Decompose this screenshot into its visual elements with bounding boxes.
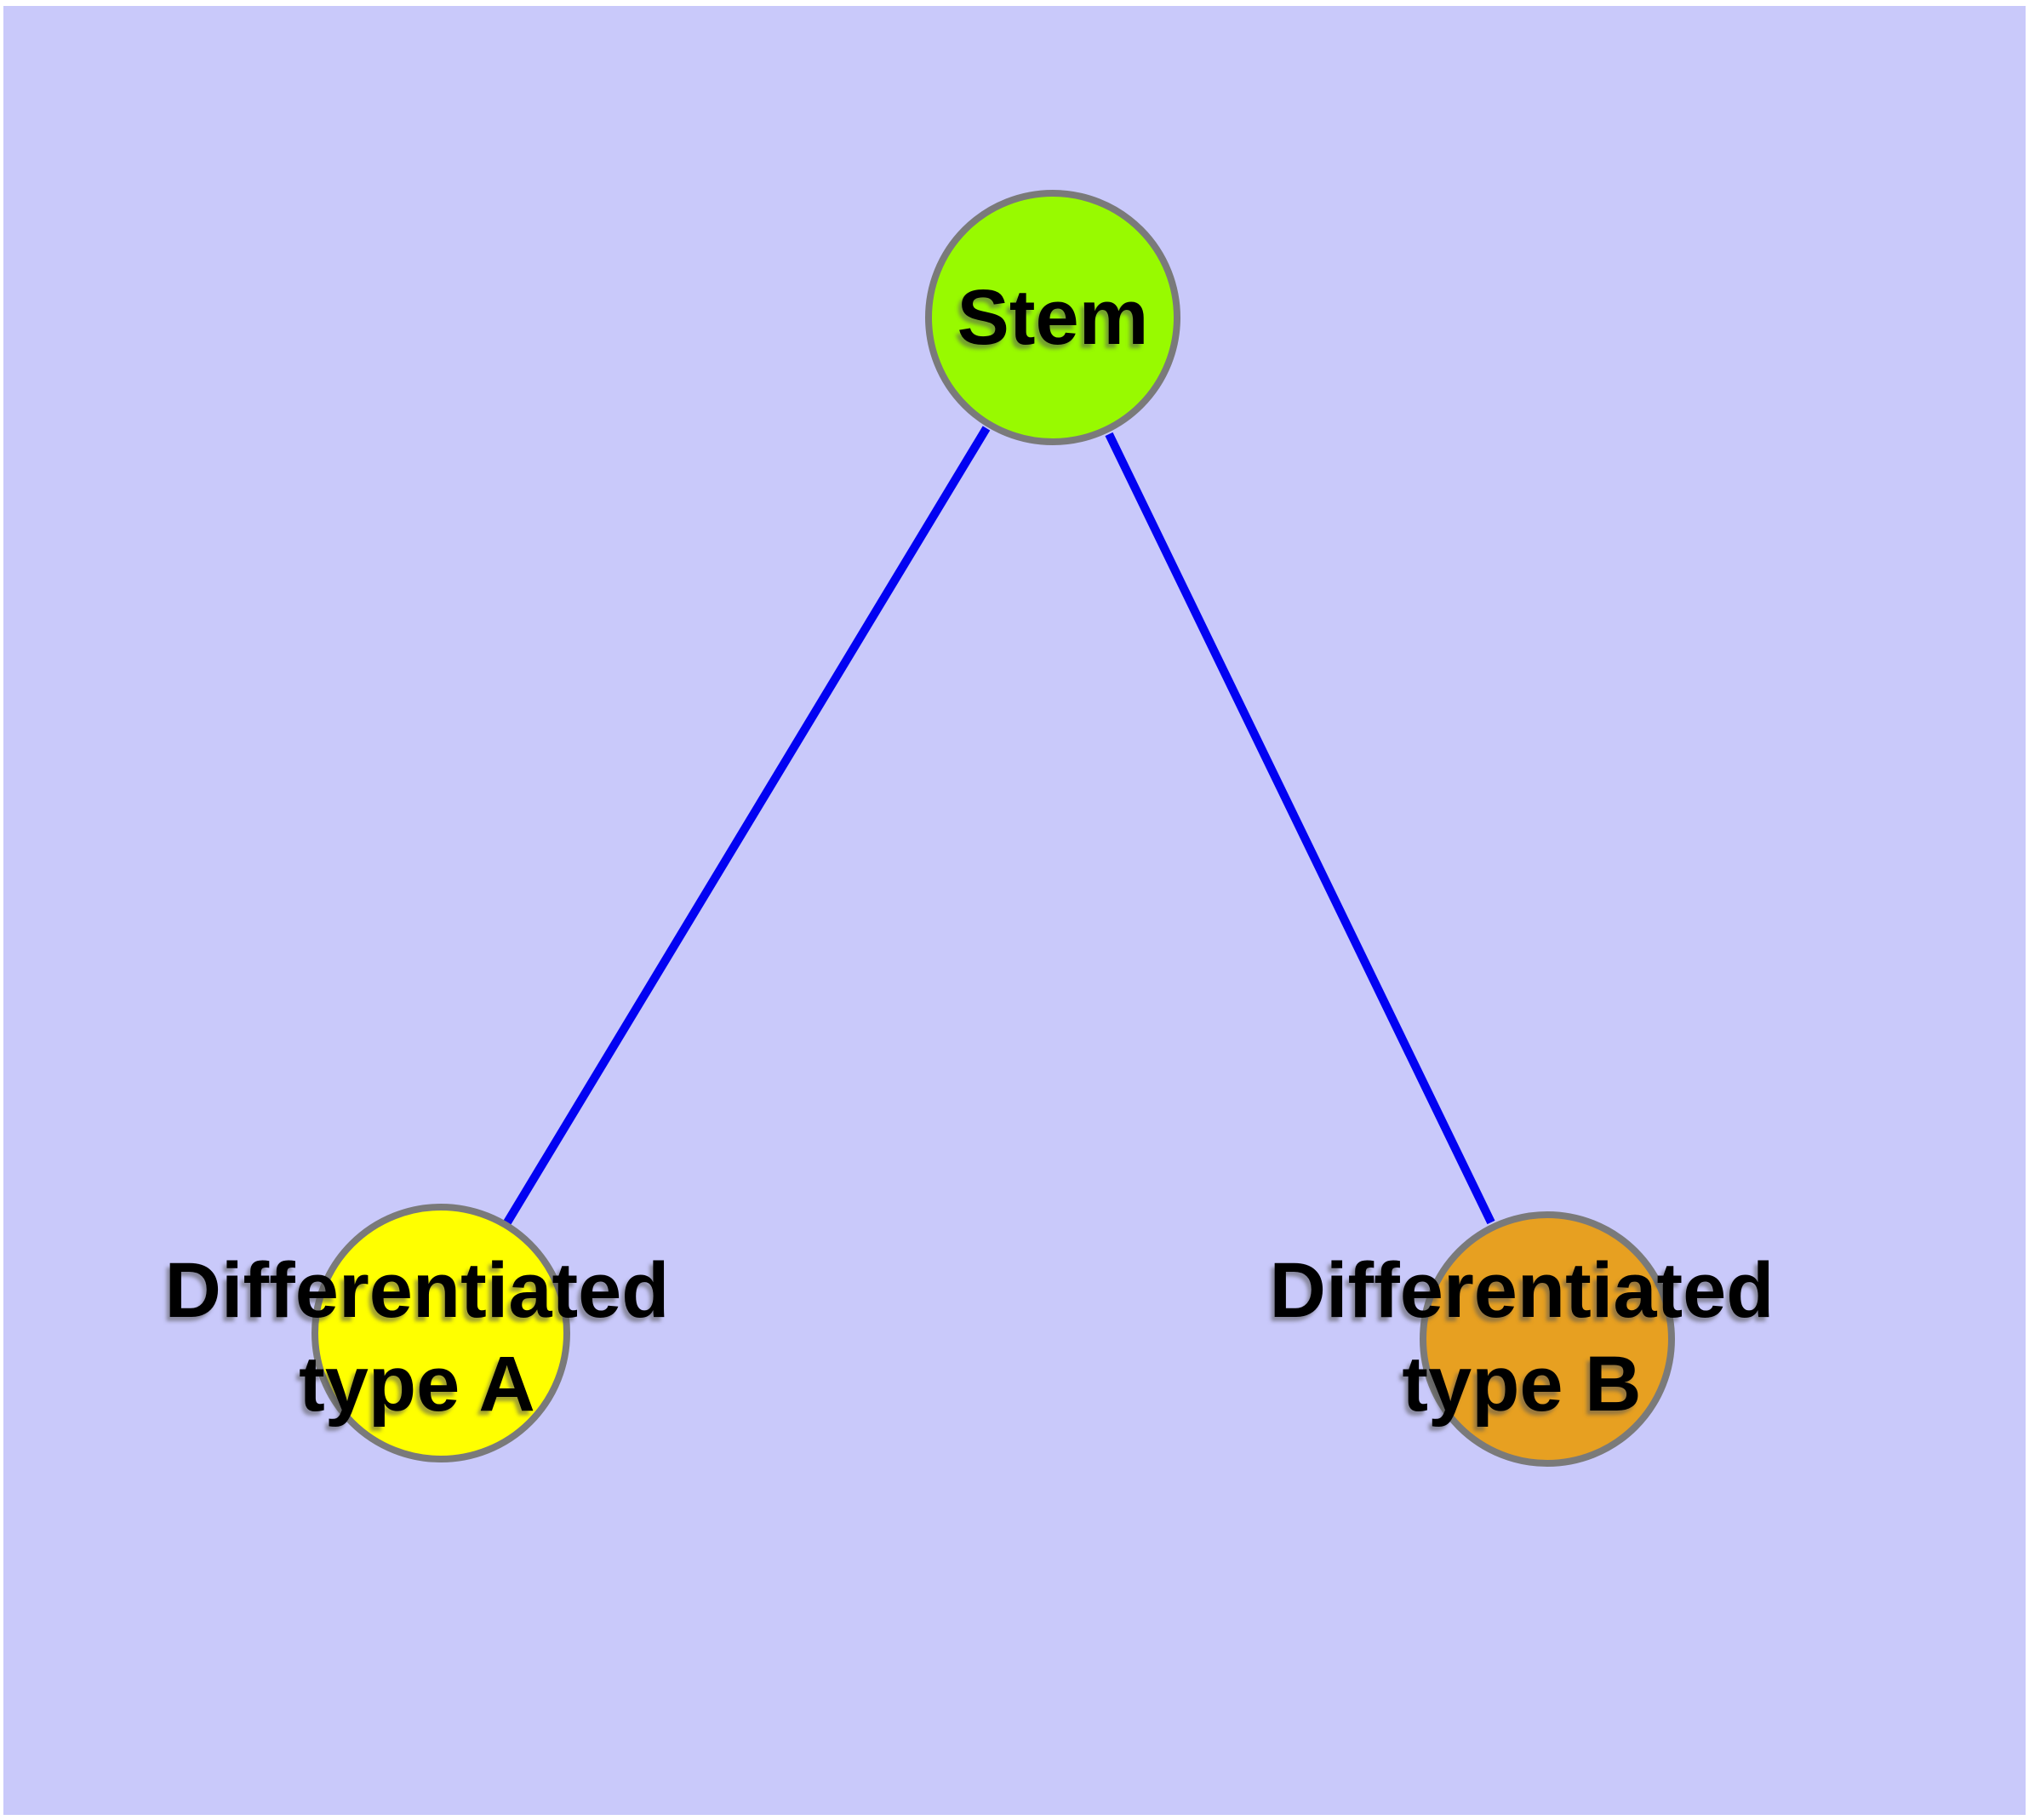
stem-node (925, 190, 1180, 445)
type-b-node-label: Differentiated type B (1224, 1244, 1820, 1431)
type-b-label-line2: type B (1402, 1341, 1642, 1428)
type-a-node (311, 1204, 570, 1462)
stem-node-label-text: Stem (957, 274, 1149, 361)
type-b-node (1420, 1211, 1675, 1467)
stem-node-label: Stem (925, 190, 1180, 445)
type-a-label-line1: Differentiated (164, 1247, 670, 1334)
type-a-label-line2: type A (299, 1341, 535, 1428)
type-b-label-line1: Differentiated (1269, 1247, 1775, 1334)
type-a-node-label: Differentiated type A (119, 1244, 715, 1431)
